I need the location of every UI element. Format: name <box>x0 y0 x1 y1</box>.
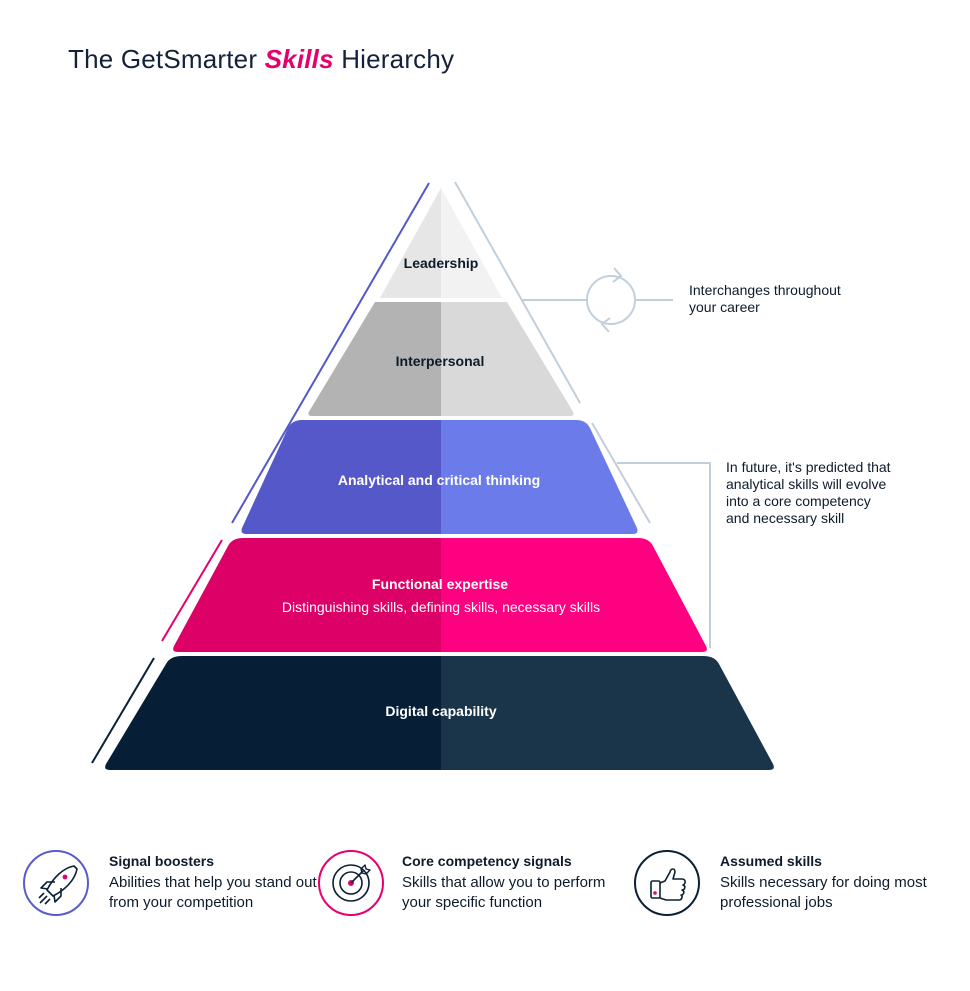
legend-description: Skills necessary for doing most professi… <box>720 874 927 911</box>
tier-label-functional: Functional expertise <box>371 576 509 592</box>
legend-description: Abilities that help you stand out from y… <box>109 874 317 911</box>
tier-sublabel-functional: Distinguishing skills, defining skills, … <box>281 599 601 615</box>
rocket-icon <box>23 850 89 916</box>
tier-label-analytical: Analytical and critical thinking <box>337 472 541 488</box>
future-connector <box>617 462 711 648</box>
future-note: In future, it's predicted that analytica… <box>726 459 891 526</box>
tier-digital <box>105 656 774 770</box>
legend-title: Assumed skills <box>720 853 822 869</box>
title-accent: Skills <box>264 44 334 74</box>
page-title: The GetSmarter Skills Hierarchy <box>68 44 454 75</box>
tier-label-leadership: Leadership <box>403 255 479 271</box>
legend-description: Skills that allow you to perform your sp… <box>402 874 606 911</box>
title-text: The GetSmarter <box>68 44 265 74</box>
tier-functional <box>173 538 707 652</box>
cycle-icon <box>522 267 673 333</box>
thumbs-up-icon <box>634 850 700 916</box>
tier-analytical <box>241 420 638 534</box>
tier-leadership <box>380 188 502 298</box>
legend-title: Signal boosters <box>109 853 215 869</box>
future-bracket <box>591 422 651 524</box>
interchange-bracket <box>454 181 581 404</box>
legend-title: Core competency signals <box>402 853 572 869</box>
target-icon <box>318 850 384 916</box>
interchange-note: Interchanges throughout your career <box>689 282 841 315</box>
core-competency-bracket <box>161 539 223 642</box>
tier-interpersonal <box>308 302 574 416</box>
title-text-end: Hierarchy <box>333 44 455 74</box>
tier-label-digital: Digital capability <box>385 703 497 719</box>
tier-label-interpersonal: Interpersonal <box>395 353 485 369</box>
signal-boosters-bracket <box>231 182 430 524</box>
assumed-skills-bracket <box>91 657 155 764</box>
